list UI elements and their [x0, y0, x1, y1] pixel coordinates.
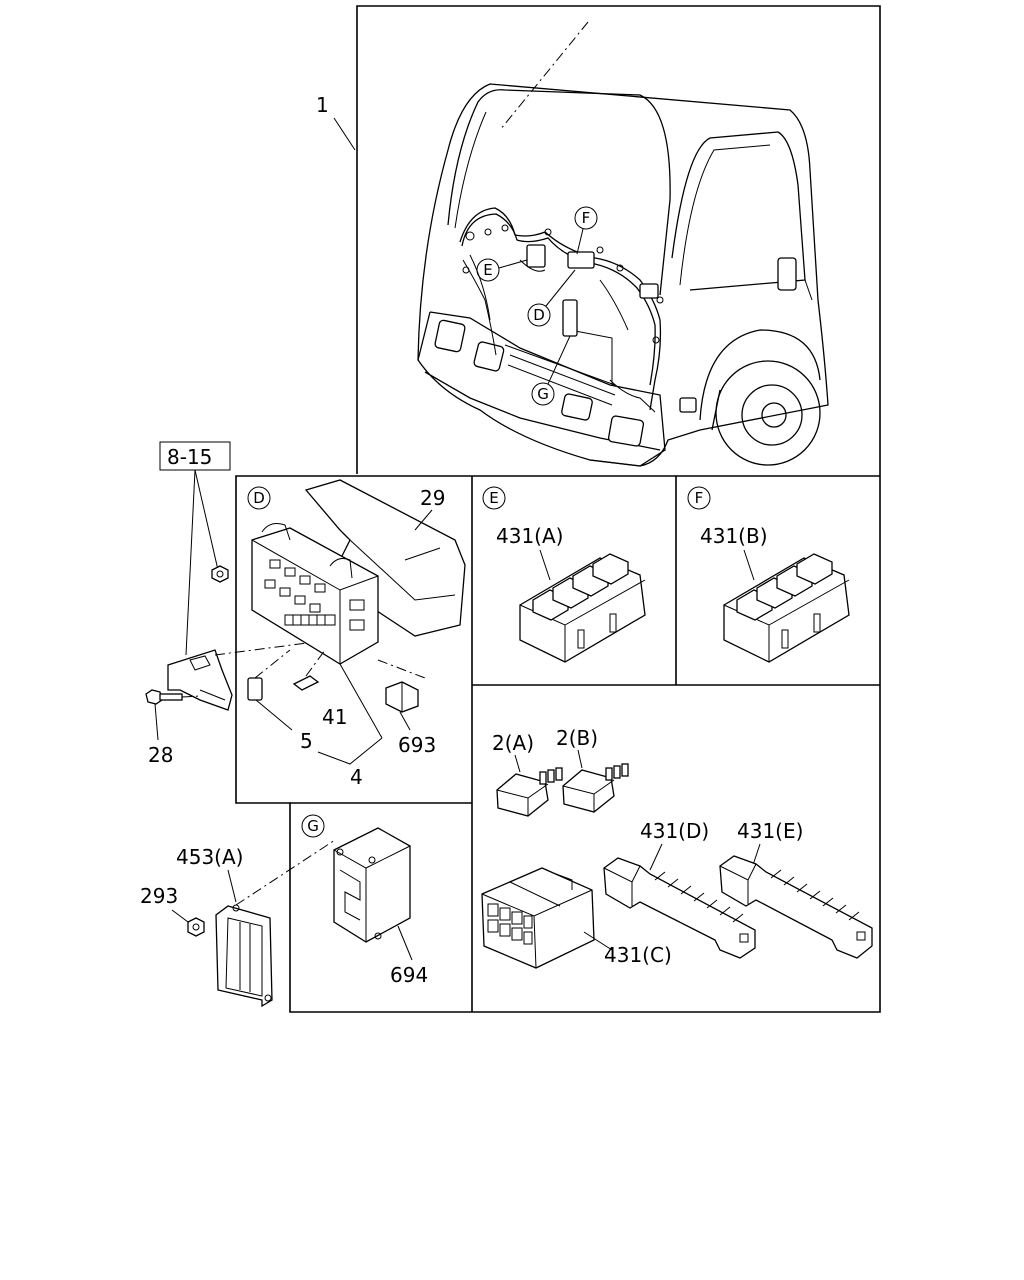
- panel-d-marker: D: [253, 489, 265, 507]
- svg-text:5: 5: [300, 729, 313, 753]
- detail-marker-g: [531, 382, 555, 406]
- svg-text:4: 4: [350, 765, 363, 789]
- svg-text:431(E): 431(E): [737, 819, 803, 843]
- svg-text:694: 694: [390, 963, 428, 987]
- svg-text:2(B): 2(B): [556, 726, 598, 750]
- svg-text:453(A): 453(A): [176, 845, 243, 869]
- svg-text:431(D): 431(D): [640, 819, 709, 843]
- panel-frames: [235, 5, 881, 1013]
- svg-text:431(A): 431(A): [496, 524, 563, 548]
- connector-431C: [481, 867, 595, 969]
- svg-text:293: 293: [140, 884, 178, 908]
- svg-text:431(C): 431(C): [604, 943, 672, 967]
- module-453A: 453(A): [176, 839, 336, 1008]
- svg-text:29: 29: [420, 486, 445, 510]
- svg-text:2(A): 2(A): [492, 731, 534, 755]
- relay-2A: [496, 767, 563, 817]
- detail-marker-e-label: E: [483, 261, 492, 279]
- panel-g: G 694: [301, 814, 428, 987]
- svg-text:28: 28: [148, 743, 173, 767]
- callout-main-harness: 1: [316, 93, 356, 151]
- detail-marker-g-label: G: [537, 385, 549, 403]
- detail-marker-e: [476, 258, 500, 282]
- panel-g-marker: G: [307, 817, 319, 835]
- detail-marker-f: [574, 206, 598, 230]
- connector-431E: [719, 855, 873, 959]
- truck-cab-illustration: F E D G: [417, 21, 829, 467]
- svg-text:431(B): 431(B): [700, 524, 768, 548]
- box-694: [333, 827, 411, 943]
- nut-293: 293: [140, 884, 205, 937]
- detail-marker-d: [527, 303, 551, 327]
- bracket-part: [167, 639, 331, 711]
- panel-relays-connectors: 2(A) 2(B): [481, 726, 873, 969]
- wiring-harness: [459, 207, 664, 413]
- detail-marker-f-label: F: [582, 209, 591, 227]
- svg-text:41: 41: [322, 705, 347, 729]
- relay-2B: [562, 763, 629, 813]
- ref-box-8-15: 8-15: [159, 441, 231, 656]
- panel-e-marker: E: [489, 489, 498, 507]
- panel-f-marker: F: [695, 489, 704, 507]
- nut-small: [211, 565, 229, 583]
- fuse-box-slots: [264, 559, 365, 631]
- connector-431B: [723, 553, 850, 663]
- connector-431A: [519, 553, 646, 663]
- svg-text:8-15: 8-15: [167, 445, 212, 469]
- bolt-28: 28: [145, 689, 201, 767]
- svg-text:1: 1: [316, 93, 329, 117]
- panel-d: D 29: [247, 479, 466, 789]
- panel-e: E 431(A): [482, 486, 646, 663]
- connector-431D: [603, 857, 756, 959]
- svg-text:693: 693: [398, 733, 436, 757]
- detail-marker-d-label: D: [533, 306, 545, 324]
- panel-f: F 431(B): [687, 486, 850, 663]
